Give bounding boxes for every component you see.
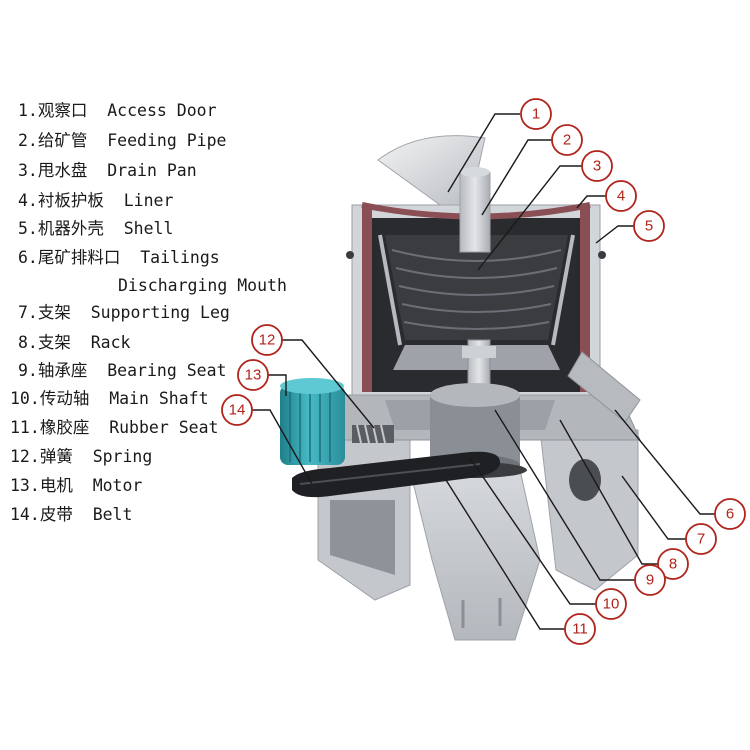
svg-text:12: 12: [259, 332, 276, 349]
svg-text:10: 10: [603, 596, 620, 613]
svg-text:2: 2: [563, 132, 571, 149]
supporting-leg-right: [539, 429, 639, 591]
leader-line-7: [621, 475, 686, 540]
leader-line-14: [252, 409, 313, 485]
svg-text:13: 13: [245, 367, 262, 384]
callout-4: 4: [605, 180, 637, 212]
leader-line-5: [595, 225, 634, 244]
leader-lines: [252, 113, 715, 630]
leader-line-11: [445, 479, 565, 630]
callout-8: 8: [657, 548, 689, 580]
svg-text:8: 8: [669, 556, 677, 573]
feeding-pipe: [459, 167, 491, 253]
belt: [292, 451, 500, 498]
callout-2: 2: [551, 124, 583, 156]
callout-14: 14: [221, 394, 253, 426]
leader-line-3: [477, 165, 582, 271]
svg-text:14: 14: [229, 402, 246, 419]
leader-line-8: [559, 419, 658, 565]
callout-7: 7: [685, 523, 717, 555]
callout-5: 5: [633, 210, 665, 242]
callout-11: 11: [564, 613, 596, 645]
leader-line-2: [481, 139, 552, 216]
leader-line-1: [447, 113, 520, 193]
callout-9: 9: [634, 564, 666, 596]
svg-text:5: 5: [645, 218, 653, 235]
spring: [352, 424, 394, 444]
leader-line-13: [268, 374, 287, 396]
main-shaft: [462, 339, 496, 396]
svg-text:6: 6: [726, 506, 734, 523]
drain-pan: [378, 234, 575, 370]
callout-6: 6: [714, 498, 746, 530]
callouts: 1 2 3 4 5 6 7 8 9 10 11 12 13 14: [221, 98, 746, 645]
callout-12: 12: [251, 324, 283, 356]
svg-text:4: 4: [617, 188, 625, 205]
svg-text:1: 1: [532, 106, 540, 123]
svg-text:7: 7: [697, 531, 705, 548]
leader-line-4: [576, 195, 606, 209]
callout-1: 1: [520, 98, 552, 130]
svg-text:11: 11: [572, 621, 588, 638]
leader-line-6: [614, 409, 715, 515]
leader-line-10: [469, 457, 596, 605]
leader-line-9: [494, 409, 635, 581]
callout-13: 13: [237, 359, 269, 391]
leader-line-12: [282, 339, 375, 429]
motor: [280, 378, 345, 465]
access-door: [377, 135, 486, 206]
svg-text:9: 9: [646, 572, 654, 589]
supporting-leg-front: [409, 469, 541, 641]
callout-3: 3: [581, 150, 613, 182]
callout-10: 10: [595, 588, 627, 620]
svg-text:3: 3: [593, 158, 601, 175]
